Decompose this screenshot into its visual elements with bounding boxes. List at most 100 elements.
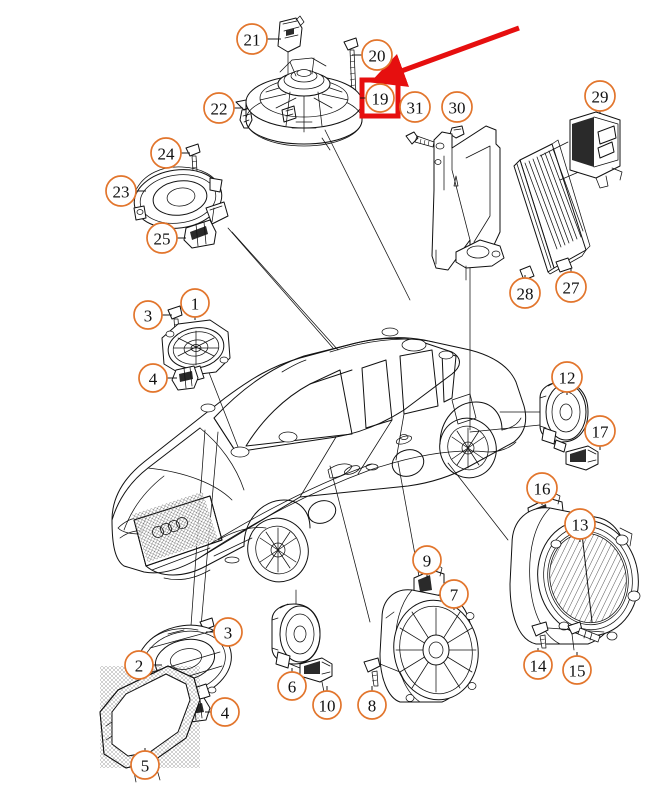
callout-circle[interactable]: [312, 690, 342, 720]
callout-number: 1: [191, 295, 200, 314]
callout-number: 7: [450, 586, 459, 605]
callout-14[interactable]: 14: [523, 648, 553, 680]
callout-6[interactable]: 6: [277, 668, 307, 701]
part-27-amplifier-unit: [513, 139, 591, 281]
part-5-speaker-grille-panel: [99, 665, 201, 783]
callout-23[interactable]: 23: [105, 175, 146, 207]
callout-19[interactable]: 19: [360, 83, 395, 113]
callout-2[interactable]: 2: [124, 650, 162, 680]
callout-12[interactable]: 12: [551, 361, 583, 395]
callout-number: 3: [144, 307, 153, 326]
callout-5[interactable]: 5: [130, 748, 160, 780]
callout-circle[interactable]: [399, 91, 431, 123]
callout-number: 29: [592, 88, 609, 107]
part-28-amplifier-bracket: [431, 125, 505, 281]
callout-9[interactable]: 9: [412, 545, 442, 578]
part-29-amplifier-control-module: [539, 111, 623, 189]
callout-circle[interactable]: [236, 23, 268, 55]
callout-number: 15: [569, 662, 586, 681]
callout-15[interactable]: 15: [562, 652, 592, 685]
callout-circle[interactable]: [523, 650, 553, 680]
callout-number: 16: [534, 480, 551, 499]
callout-4[interactable]: 4: [138, 363, 177, 393]
callout-circle[interactable]: [133, 300, 163, 330]
callout-circle[interactable]: [562, 655, 592, 685]
callout-30[interactable]: 30: [441, 91, 473, 123]
callout-number: 8: [368, 697, 377, 716]
callout-number: 28: [517, 285, 534, 304]
callout-number: 19: [372, 90, 389, 109]
part-30-bracket-nut: [449, 125, 465, 139]
callout-number: 10: [319, 697, 336, 716]
callout-circle[interactable]: [412, 545, 442, 575]
callout-circle[interactable]: [564, 508, 596, 540]
callout-28[interactable]: 28: [509, 275, 541, 309]
callout-circle[interactable]: [203, 92, 235, 124]
callout-25[interactable]: 25: [146, 222, 186, 254]
callout-20[interactable]: 20: [352, 39, 393, 71]
callout-number: 21: [244, 31, 261, 50]
center-dash-speaker-assembly: [245, 57, 363, 151]
callout-17[interactable]: 17: [584, 415, 616, 450]
callout-21[interactable]: 21: [236, 23, 281, 55]
callout-3[interactable]: 3: [133, 300, 172, 330]
part-17-rear-side-speaker-connector: [565, 445, 599, 471]
callout-circle[interactable]: [555, 271, 587, 303]
callout-number: 6: [288, 678, 297, 697]
callout-10[interactable]: 10: [312, 686, 342, 720]
callout-number: 20: [369, 47, 386, 66]
callout-circle[interactable]: [584, 415, 616, 447]
callout-number: 27: [563, 279, 581, 298]
callout-circle[interactable]: [146, 222, 178, 254]
callout-number: 13: [572, 516, 589, 535]
callout-circle[interactable]: [130, 750, 160, 780]
callout-circle[interactable]: [210, 697, 240, 727]
callout-7[interactable]: 7: [439, 579, 469, 610]
callout-8[interactable]: 8: [357, 686, 387, 720]
callout-circle[interactable]: [365, 83, 395, 113]
callout-circle[interactable]: [441, 91, 473, 123]
callout-number: 17: [592, 423, 610, 442]
callout-4[interactable]: 4: [205, 697, 240, 727]
callout-16[interactable]: 16: [526, 472, 558, 505]
callout-3[interactable]: 3: [206, 617, 243, 647]
callout-circle[interactable]: [150, 137, 182, 169]
callout-1[interactable]: 1: [180, 288, 210, 320]
part-6-midrange-speaker: [271, 589, 321, 669]
audi-rings-logo: [152, 517, 188, 538]
callout-circle[interactable]: [213, 617, 243, 647]
callout-circle[interactable]: [180, 288, 210, 318]
callout-circle[interactable]: [138, 363, 168, 393]
callout-number: 4: [221, 704, 230, 723]
callout-24[interactable]: 24: [150, 137, 190, 169]
callout-number: 30: [449, 99, 466, 118]
callout-13[interactable]: 13: [564, 508, 596, 542]
callout-circle[interactable]: [584, 80, 616, 112]
part-13-subwoofer-assembly: [509, 507, 641, 645]
callout-31[interactable]: 31: [399, 91, 431, 123]
callout-number: 22: [211, 100, 228, 119]
callout-circle[interactable]: [509, 277, 541, 309]
part-15-subwoofer-pin: [567, 621, 601, 651]
callout-number: 4: [149, 370, 158, 389]
part-25-tweeter-connector: [183, 207, 217, 249]
callout-circle[interactable]: [551, 361, 583, 393]
callout-circle[interactable]: [277, 671, 307, 701]
part-4-speaker-connector-upper: [171, 365, 199, 391]
callout-circle[interactable]: [105, 175, 137, 207]
callout-circle[interactable]: [361, 39, 393, 71]
callout-29[interactable]: 29: [584, 80, 616, 114]
part-12-rear-side-speaker: [499, 381, 589, 453]
callout-number: 3: [224, 624, 233, 643]
callout-22[interactable]: 22: [203, 92, 243, 124]
callout-circle[interactable]: [124, 650, 154, 680]
callout-27[interactable]: 27: [555, 268, 587, 303]
part-14-subwoofer-screw: [531, 621, 605, 649]
callout-circle[interactable]: [526, 472, 558, 504]
callout-circle[interactable]: [357, 690, 387, 720]
part-7-rear-shelf-woofer: [379, 589, 479, 703]
part-10-midrange-connector: [299, 657, 333, 693]
callout-circle[interactable]: [439, 579, 469, 609]
